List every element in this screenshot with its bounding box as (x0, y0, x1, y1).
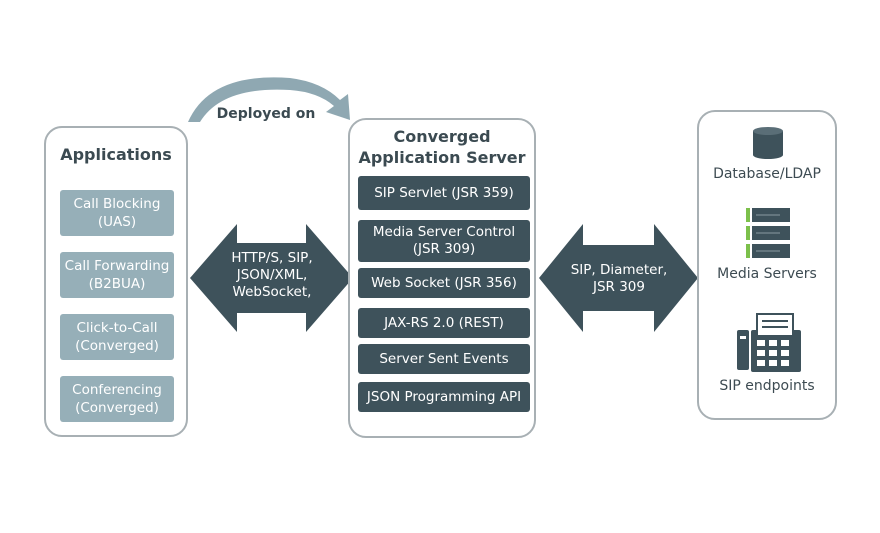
left-arrow-label: HTTP/S, SIP, JSON/XML, WebSocket, (231, 250, 313, 300)
app-conferencing: Conferencing (Converged) (60, 376, 174, 422)
api-json-programming: JSON Programming API (358, 382, 530, 412)
media-servers-label: Media Servers (717, 266, 817, 282)
database-ldap-label: Database/LDAP (713, 166, 821, 182)
phone-fax-icon (737, 313, 801, 372)
api-media-server-control: Media Server Control (JSR 309) (358, 220, 530, 262)
sip-endpoints-label: SIP endpoints (719, 378, 815, 394)
deployed-on-label: Deployed on (216, 106, 316, 122)
applications-panel: Applications Call Blocking (UAS) Call Fo… (44, 126, 188, 437)
converged-server-panel: Converged Application Server SIP Servlet… (348, 118, 536, 438)
server-rack-icon (746, 208, 790, 258)
external-systems-panel: Database/LDAP Media Servers SIP endpoint… (697, 110, 837, 420)
api-web-socket: Web Socket (JSR 356) (358, 268, 530, 298)
api-sip-servlet: SIP Servlet (JSR 359) (358, 176, 530, 210)
right-arrow-label: SIP, Diameter, JSR 309 (570, 262, 668, 295)
app-call-forwarding: Call Forwarding (B2BUA) (60, 252, 174, 298)
converged-server-title: Converged Application Server (358, 127, 526, 167)
app-call-blocking: Call Blocking (UAS) (60, 190, 174, 236)
api-server-sent-events: Server Sent Events (358, 344, 530, 374)
api-jax-rs: JAX-RS 2.0 (REST) (358, 308, 530, 338)
app-click-to-call: Click-to-Call (Converged) (60, 314, 174, 360)
database-icon (753, 127, 783, 159)
applications-title: Applications (60, 145, 172, 164)
